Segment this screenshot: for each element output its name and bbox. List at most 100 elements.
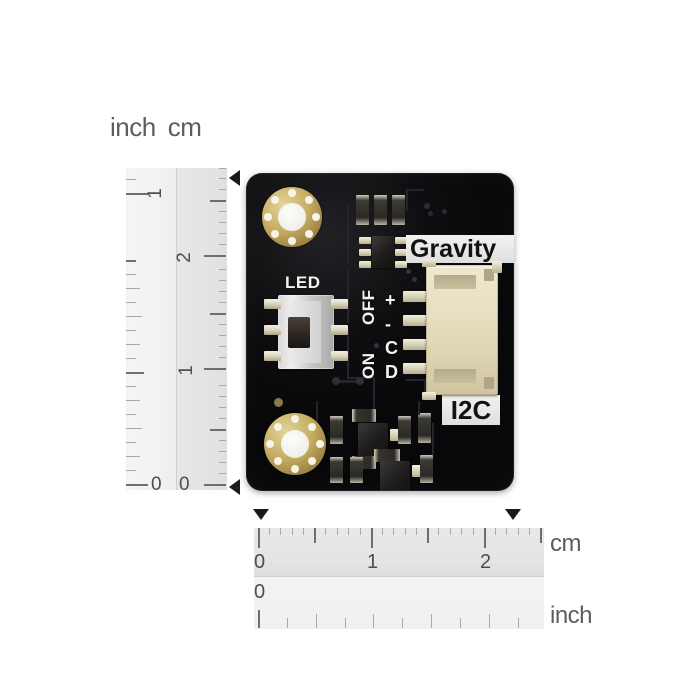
left-inch-tick-minor (126, 260, 136, 262)
bottom-cm-tick-minor (461, 528, 462, 535)
pin-label-d: D (385, 362, 399, 382)
bottom-cm-tick-minor (269, 528, 270, 535)
switch-pad (331, 299, 348, 309)
switch-on-label: ON (359, 352, 378, 380)
jst-connector-4pin[interactable] (426, 265, 498, 395)
bottom-cm-tick-0 (258, 528, 260, 548)
bottom-cm-number: 2 (480, 551, 492, 573)
smd-transistor (380, 461, 410, 491)
left-cm-tick-minor (219, 396, 226, 397)
pcb-substrate: Gravity I2C LED OFF ON + - C D (246, 173, 514, 491)
voltage-regulator-ic (372, 236, 394, 268)
left-cm-tick-minor (219, 178, 226, 179)
smd-resistor (398, 416, 411, 444)
connector-side-tab (484, 269, 494, 281)
bottom-inch-tick-minor (373, 614, 374, 628)
board-right-marker-arrow-icon (505, 509, 521, 520)
pcb-trace (406, 189, 424, 191)
left-cm-tick-minor (219, 291, 226, 292)
bottom-inch-tick-minor (518, 618, 519, 628)
left-cm-tick-minor (219, 280, 226, 281)
left-inch-tick-minor (126, 414, 136, 415)
pcb-trace (316, 401, 318, 423)
smd-resistor (330, 416, 343, 444)
left-cm-tick-2 (204, 255, 226, 257)
left-inch-tick-minor (126, 358, 136, 359)
pin-label-plus: + (385, 290, 397, 310)
smd-capacitor (374, 449, 400, 462)
power-slide-switch[interactable] (278, 295, 334, 369)
pcb-trace (347, 205, 349, 265)
bottom-cm-tick-minor (348, 528, 349, 535)
smd-resistor (392, 195, 405, 225)
pcb-via (428, 211, 433, 216)
mounting-hole-bore (278, 203, 306, 231)
smd-resistor (356, 195, 369, 225)
bottom-cm-tick-minor (303, 528, 304, 535)
board-bottom-marker-arrow-icon (229, 479, 240, 495)
bottom-cm-tick-minor (473, 528, 474, 535)
ic-pad (359, 261, 371, 268)
bottom-cm-tick-minor (280, 528, 281, 535)
left-cm-number: 2 (173, 252, 195, 263)
bottom-ruler-inch-label: inch (550, 602, 593, 629)
switch-off-label: OFF (359, 289, 378, 326)
smd-capacitor (352, 409, 376, 422)
pcb-via (374, 343, 379, 348)
bottom-inch-tick-minor (287, 618, 288, 628)
brand-logo-gravity: Gravity (406, 235, 514, 263)
pcb-via (442, 209, 447, 214)
bottom-inch-tick-minor (460, 618, 461, 628)
left-cm-tick-minor (219, 269, 226, 270)
bottom-inch-tick-minor (316, 614, 317, 628)
bottom-inch-tick-0 (258, 610, 260, 628)
left-cm-tick-minor (219, 440, 226, 441)
switch-actuator[interactable] (288, 317, 311, 349)
left-inch-tick-minor (126, 400, 140, 401)
bottom-cm-tick-minor (438, 528, 439, 535)
pcb-via (412, 277, 417, 282)
left-cm-tick-minor (219, 302, 226, 303)
bottom-cm-tick-minor (416, 528, 417, 535)
mounting-hole-top (262, 187, 322, 247)
left-inch-tick-minor (126, 470, 136, 471)
left-cm-tick-minor (219, 385, 226, 386)
left-cm-tick-half (210, 429, 226, 431)
left-inch-tick-minor (126, 386, 136, 387)
pcb-trace (432, 423, 434, 455)
pcb-via (332, 377, 340, 385)
bottom-cm-tick-half (427, 528, 429, 543)
bottom-cm-tick-1 (371, 528, 373, 548)
switch-pad (331, 325, 348, 335)
left-cm-tick-minor (219, 324, 226, 325)
gravity-i2c-board[interactable]: Gravity I2C LED OFF ON + - C D (246, 173, 514, 491)
bottom-cm-tick-minor (529, 528, 530, 535)
mounting-hole-bottom (264, 413, 326, 475)
bottom-cm-tick-minor (325, 528, 326, 535)
bottom-inch-number: 0 (254, 581, 266, 603)
connector-side-tab (484, 377, 494, 389)
pcb-via (406, 269, 411, 274)
left-inch-number: 1 (144, 188, 166, 199)
header-cm-label: cm (167, 112, 202, 142)
pcb-trace (418, 401, 420, 415)
left-cm-number: 0 (179, 474, 190, 495)
left-cm-tick-0 (204, 484, 226, 486)
pin-label-minus: - (385, 314, 392, 334)
connector-pad (403, 363, 433, 374)
pcb-via (274, 398, 283, 407)
left-cm-tick-minor (219, 451, 226, 452)
left-inch-number: 0 (151, 474, 162, 495)
left-cm-tick-minor (219, 222, 226, 223)
switch-pad (331, 351, 348, 361)
bottom-inch-tick-minor (431, 614, 432, 628)
pcb-trace (373, 377, 375, 413)
mounting-hole-via-ring (262, 187, 322, 247)
smd-resistor (350, 457, 363, 483)
ic-pad (395, 237, 407, 244)
smd-resistor (418, 413, 431, 443)
left-cm-number: 1 (175, 365, 197, 376)
left-inch-tick-minor (126, 288, 140, 289)
connector-pad (403, 339, 433, 350)
connector-pad (403, 291, 433, 302)
